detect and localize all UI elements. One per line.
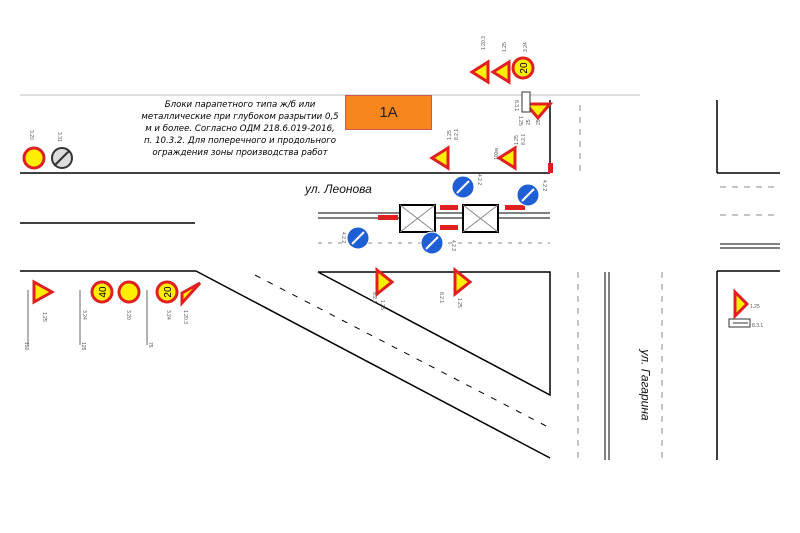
sign-code: 3.24 bbox=[165, 310, 171, 320]
sign-code: 25 bbox=[536, 119, 542, 125]
sign-code: 8.3.1 bbox=[752, 323, 763, 329]
speed-value: 40 bbox=[98, 286, 109, 298]
distance-label: 75 bbox=[147, 342, 153, 348]
sign-code: 1.25 bbox=[379, 300, 385, 310]
sign-code: 4.2.2 bbox=[541, 180, 547, 191]
sign-code: 3.20 bbox=[28, 130, 34, 140]
sign-code: 1.25 bbox=[456, 298, 462, 308]
street-name-gagarina: ул. Гагарина bbox=[638, 349, 653, 421]
direction-plate-icon bbox=[521, 91, 531, 113]
prohibitory-signs bbox=[22, 56, 535, 304]
sign-code: 1.25 bbox=[750, 304, 760, 310]
street-name-leonova: ул. Леонова bbox=[305, 182, 372, 196]
road-works-sign-icon bbox=[522, 102, 554, 121]
island bbox=[317, 271, 551, 397]
sign-code: 8.2.1 bbox=[371, 292, 377, 303]
sign-code: 25 bbox=[526, 119, 532, 125]
no-overtaking-sign-icon bbox=[22, 146, 46, 170]
speed-limit-sign-icon bbox=[511, 56, 535, 80]
speed-limit-sign-icon bbox=[155, 280, 179, 304]
road-works-sign-icon bbox=[429, 145, 450, 171]
sign-code: 1.25 bbox=[447, 130, 453, 140]
road-works-sign-icon bbox=[32, 279, 56, 305]
sign-code: 4.2.2 bbox=[450, 240, 456, 251]
speed-limit-sign-icon bbox=[90, 280, 114, 304]
sign-code: 8.2.1 bbox=[454, 129, 460, 140]
sign-code: 4.2.2 bbox=[340, 232, 346, 243]
sign-code: 1.20.3 bbox=[182, 310, 188, 324]
speed-value: 20 bbox=[163, 286, 174, 298]
sign-code: 1.25 bbox=[41, 312, 47, 322]
sign-code: 3.24 bbox=[81, 310, 87, 320]
lane-narrowing-sign-icon bbox=[469, 59, 490, 85]
sign-code: 1.25 bbox=[514, 135, 520, 145]
sign-code: 1.20.3 bbox=[481, 36, 487, 50]
sign-code: 4.2.2 bbox=[476, 174, 482, 185]
sign-code: 1.25 bbox=[502, 42, 508, 52]
road-works-sign-icon bbox=[490, 59, 511, 85]
distance-label: 125 bbox=[80, 342, 86, 351]
sign-code: 8.2.1 bbox=[521, 134, 527, 145]
road-works-sign-icon bbox=[453, 266, 473, 298]
sign-code: 3.20 bbox=[125, 310, 131, 320]
road-works-sign-icon bbox=[496, 145, 517, 171]
lane-dashed bbox=[254, 274, 551, 429]
road-works-sign-icon bbox=[733, 288, 750, 320]
sign-code: 8.2.1 bbox=[438, 292, 444, 303]
barrier-blocks bbox=[378, 163, 553, 233]
blue-keep-signs bbox=[346, 175, 540, 255]
sign-code: 3.24 bbox=[523, 42, 529, 52]
sign-code: 8.3.1 bbox=[513, 100, 519, 111]
barrier-note: Блоки парапетного типа ж/б или металличе… bbox=[141, 100, 339, 158]
road-edge bbox=[195, 270, 551, 459]
no-overtaking-sign-icon bbox=[117, 280, 141, 304]
warning-signs bbox=[32, 59, 750, 320]
road-works-sign-icon bbox=[375, 266, 395, 298]
distance-plate: 100м bbox=[494, 148, 500, 160]
lane-narrowing-sign-icon bbox=[180, 281, 202, 307]
distance-label: 150 bbox=[23, 342, 29, 351]
sign-code: 1.25 bbox=[517, 116, 523, 126]
work-zone-label: 1А bbox=[345, 95, 432, 130]
speed-value: 20 bbox=[519, 62, 530, 74]
sign-code: 3.31 bbox=[56, 132, 62, 142]
